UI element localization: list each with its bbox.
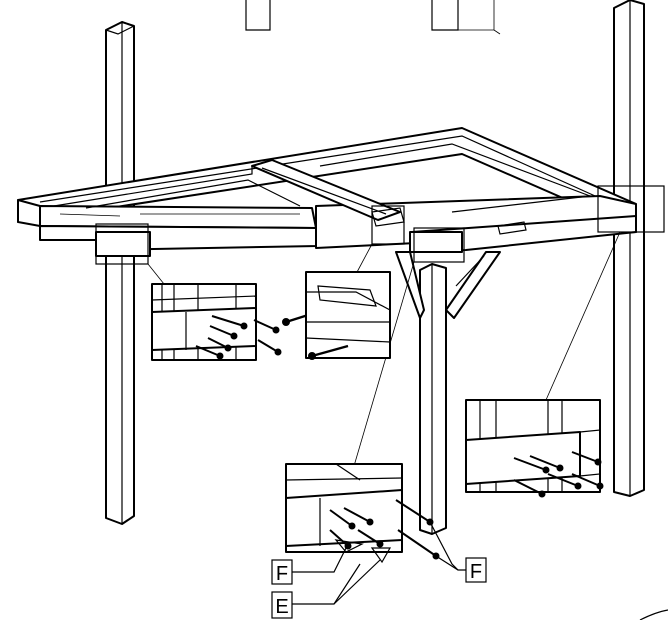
corner-braces xyxy=(395,251,501,319)
detail-center-corner xyxy=(285,463,440,564)
callout-markers xyxy=(95,185,665,467)
corner-swoosh xyxy=(639,609,668,620)
detail-right-corner xyxy=(465,399,604,498)
screws-right-detail xyxy=(513,451,604,498)
label-leaders xyxy=(292,521,466,605)
top-tab-remnants xyxy=(245,0,501,35)
post-left-back xyxy=(105,21,135,525)
label-e: E xyxy=(271,591,293,619)
label-f-left: F xyxy=(271,559,293,585)
label-f-right: F xyxy=(465,557,487,583)
label-f-left-text: F xyxy=(276,563,288,585)
detail-top-slot xyxy=(305,271,391,360)
label-e-text: E xyxy=(275,596,288,618)
screws-center-detail xyxy=(329,499,440,560)
post-right xyxy=(613,0,645,497)
roof-frame xyxy=(17,127,637,257)
post-center-front xyxy=(419,263,447,535)
detail-left-corner xyxy=(151,283,325,361)
label-f-right-text: F xyxy=(470,561,482,583)
